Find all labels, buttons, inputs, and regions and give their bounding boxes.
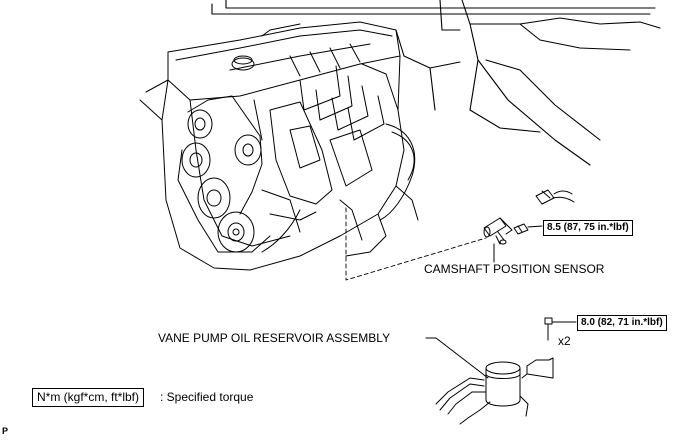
hidden-line xyxy=(345,207,487,281)
legend-torque-box: N*m (kgf*cm, ft*lbf) xyxy=(32,388,145,407)
sensor-connector xyxy=(535,189,575,205)
camshaft-bolt xyxy=(513,223,543,235)
engine-block xyxy=(139,21,419,271)
vehicle-frame xyxy=(211,0,661,166)
legend-description: : Specified torque xyxy=(160,390,254,404)
figure-code: P xyxy=(2,426,9,436)
camshaft-sensor-label: CAMSHAFT POSITION SENSOR xyxy=(424,262,605,276)
vane-pump-reservoir xyxy=(435,357,554,425)
camshaft-sensor-part xyxy=(483,217,513,245)
torque-spec-camshaft: 8.5 (87, 75 in.*lbf) xyxy=(543,220,633,236)
reservoir-bolt xyxy=(544,317,577,341)
vane-pump-label: VANE PUMP OIL RESERVOIR ASSEMBLY xyxy=(158,331,391,345)
torque-spec-reservoir: 8.0 (82, 71 in.*lbf) xyxy=(577,315,667,331)
quantity-label: x2 xyxy=(558,334,571,348)
reservoir-leader-line xyxy=(425,337,489,379)
